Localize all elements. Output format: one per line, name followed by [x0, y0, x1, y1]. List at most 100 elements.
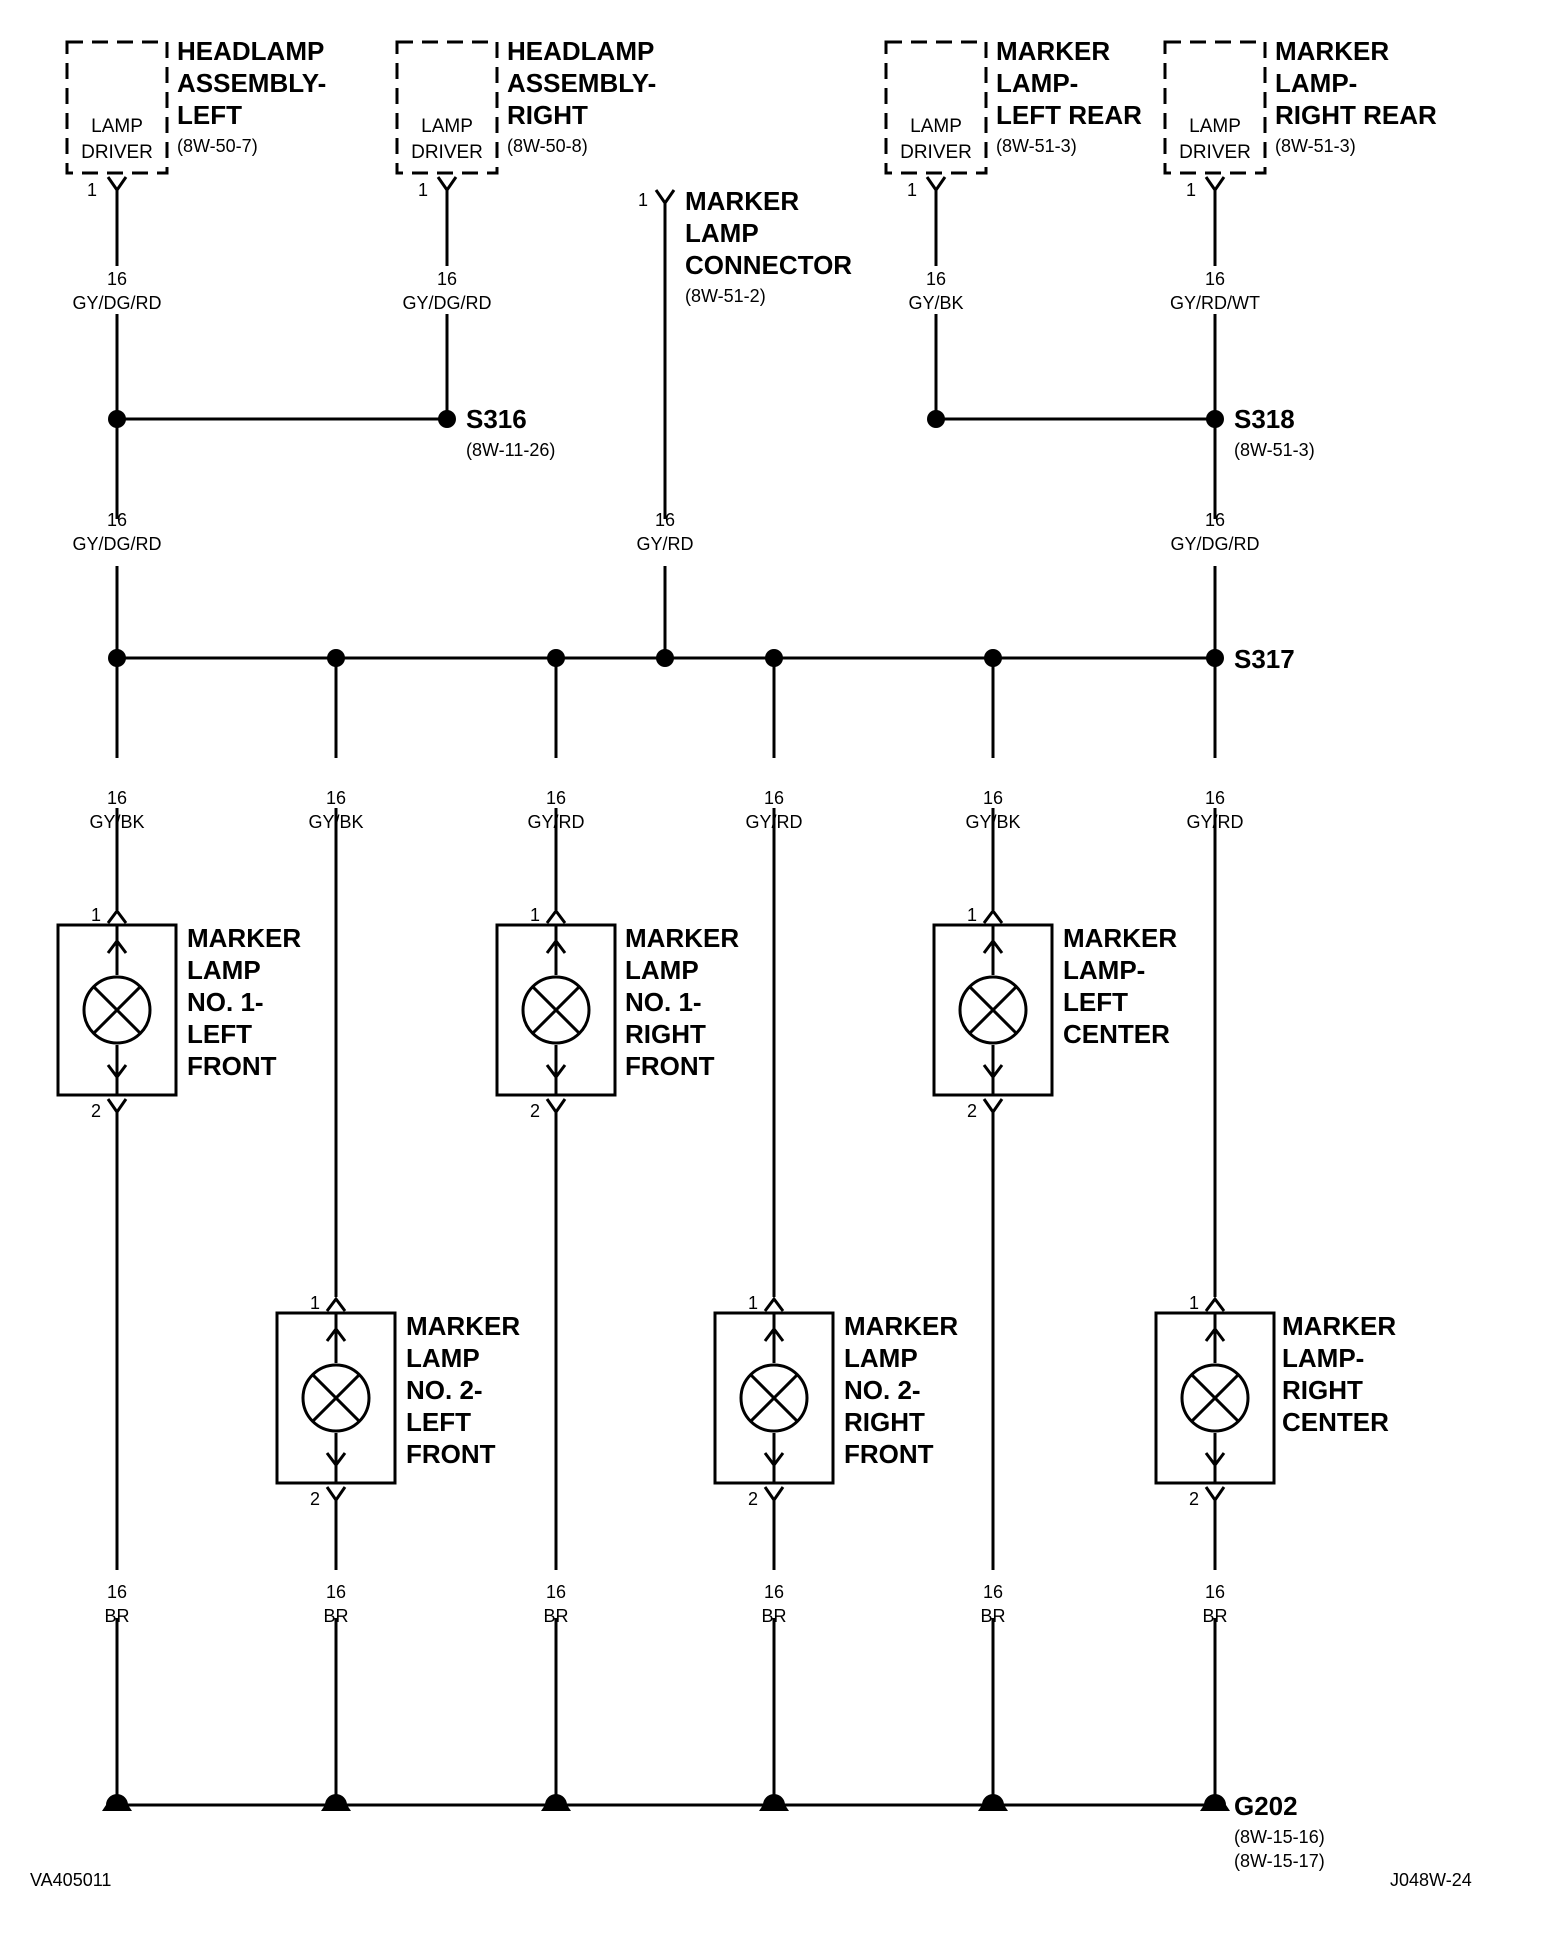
terminal-fork — [982, 1098, 1004, 1115]
ground-dot — [541, 1794, 571, 1811]
bulb-icon — [958, 975, 1028, 1045]
terminal-arrow — [763, 1296, 785, 1312]
lamp-name-line: CENTER — [1282, 1407, 1389, 1437]
splice-s318-label: S318 — [1234, 404, 1295, 434]
lamp-driver-label-line2: DRIVER — [411, 142, 483, 163]
splice-dot — [765, 649, 783, 667]
connector-fork — [436, 176, 458, 193]
wire-color: BR — [543, 1606, 568, 1626]
wire-gauge: 16 — [326, 788, 346, 808]
lamp-driver-label-line1: LAMP — [1189, 116, 1241, 137]
lamp-name-line: LAMP- — [1063, 955, 1145, 985]
top-connector-forks — [106, 176, 1226, 206]
wire-color: GY/BK — [308, 812, 363, 832]
splice-s316-label: S316 — [466, 404, 527, 434]
pin-number: 2 — [748, 1489, 758, 1509]
pin-number: 1 — [967, 905, 977, 925]
lamp-driver-label-line2: DRIVER — [900, 142, 972, 163]
lamp-name-line: LEFT — [1063, 987, 1128, 1017]
wire-color: GY/DG/RD — [72, 293, 161, 313]
terminal-arrow — [1204, 1296, 1226, 1312]
bulb-filament — [531, 985, 581, 1035]
connector-ref: (8W-51-2) — [685, 286, 766, 306]
terminal-fork — [1204, 1486, 1226, 1503]
bulb-icon — [1180, 1363, 1250, 1433]
lamp-name-line: LAMP — [187, 955, 261, 985]
lamp-name-line: MARKER — [1063, 923, 1177, 953]
pin-number: 1 — [907, 180, 917, 200]
inner-arrow — [325, 1326, 347, 1342]
lamp-name-line: LEFT — [406, 1407, 471, 1437]
headlamp-assembly-left: LAMP DRIVER HEADLAMP ASSEMBLY- LEFT (8W-… — [65, 36, 326, 200]
terminal-fork — [545, 1098, 567, 1115]
inner-arrow — [545, 938, 567, 954]
wire-gauge: 16 — [926, 269, 946, 289]
component-name-line1: MARKER — [996, 36, 1110, 66]
lamp-name-line: MARKER — [625, 923, 739, 953]
ground-dots — [102, 1794, 1230, 1811]
component-name-line2: ASSEMBLY- — [507, 68, 656, 98]
wire-color: BR — [104, 1606, 129, 1626]
inner-arrow — [325, 1452, 347, 1468]
splice-dot — [927, 410, 945, 428]
lamp-name-line: FRONT — [406, 1439, 496, 1469]
connector-fork — [925, 176, 947, 193]
component-name-line3: LEFT REAR — [996, 100, 1142, 130]
headlamp-assembly-right: LAMP DRIVER HEADLAMP ASSEMBLY- RIGHT (8W… — [395, 36, 656, 200]
wire-color: GY/DG/RD — [402, 293, 491, 313]
splice-s317-label: S317 — [1234, 644, 1295, 674]
terminal-arrow — [106, 908, 128, 924]
ground-dot — [321, 1794, 351, 1811]
wire-color: GY/RD — [636, 534, 693, 554]
pin-number: 1 — [530, 905, 540, 925]
component-name-line3: RIGHT — [507, 100, 588, 130]
component-name-line2: LAMP- — [996, 68, 1078, 98]
component-ref: (8W-51-3) — [1275, 136, 1356, 156]
wire-gauge: 16 — [1205, 1582, 1225, 1602]
marker-lamp-right-rear-driver: LAMP DRIVER MARKER LAMP- RIGHT REAR (8W-… — [1163, 36, 1437, 200]
lamp-name-line: LAMP — [406, 1343, 480, 1373]
connector-name-line2: LAMP — [685, 218, 759, 248]
wire-color: GY/RD — [745, 812, 802, 832]
splice-dot — [108, 649, 126, 667]
bulb-icon — [739, 1363, 809, 1433]
ground-ref-1: (8W-15-16) — [1234, 1827, 1325, 1847]
wire-gauge: 16 — [1205, 510, 1225, 530]
wire-color: GY/RD — [1186, 812, 1243, 832]
wire-gauge: 16 — [437, 269, 457, 289]
wire-labels: 16 GY/DG/RD 16 GY/DG/RD 16 GY/BK 16 GY/R… — [72, 269, 1260, 1626]
bulb-filament — [1190, 1373, 1240, 1423]
ground-dot — [1200, 1794, 1230, 1811]
wire-gauge: 16 — [107, 269, 127, 289]
splice-dot — [438, 410, 456, 428]
bulb-icon — [301, 1363, 371, 1433]
wire-color: BR — [1202, 1606, 1227, 1626]
wire-gauge: 16 — [983, 1582, 1003, 1602]
terminal-arrow — [325, 1296, 347, 1312]
wire-color: BR — [980, 1606, 1005, 1626]
bulb-icon — [82, 975, 152, 1045]
lamp-name-line: MARKER — [1282, 1311, 1396, 1341]
terminal-arrow — [982, 908, 1004, 924]
connector-name-line3: CONNECTOR — [685, 250, 852, 280]
connector-fork — [1204, 176, 1226, 193]
terminal-arrow — [545, 908, 567, 924]
splice-dot — [108, 410, 126, 428]
component-name-line1: HEADLAMP — [507, 36, 654, 66]
wire-color: BR — [761, 1606, 786, 1626]
figure-id-left: VA405011 — [30, 1870, 111, 1890]
splice-dot — [1206, 410, 1224, 428]
lamp-name-line: RIGHT — [844, 1407, 925, 1437]
splice-dots — [108, 410, 1224, 667]
lamp-name-line: NO. 2- — [406, 1375, 483, 1405]
wire-gauge: 16 — [546, 788, 566, 808]
pin-number: 1 — [310, 1293, 320, 1313]
lamp-driver-label-line2: DRIVER — [1179, 142, 1251, 163]
lamp-name-line: NO. 1- — [187, 987, 264, 1017]
